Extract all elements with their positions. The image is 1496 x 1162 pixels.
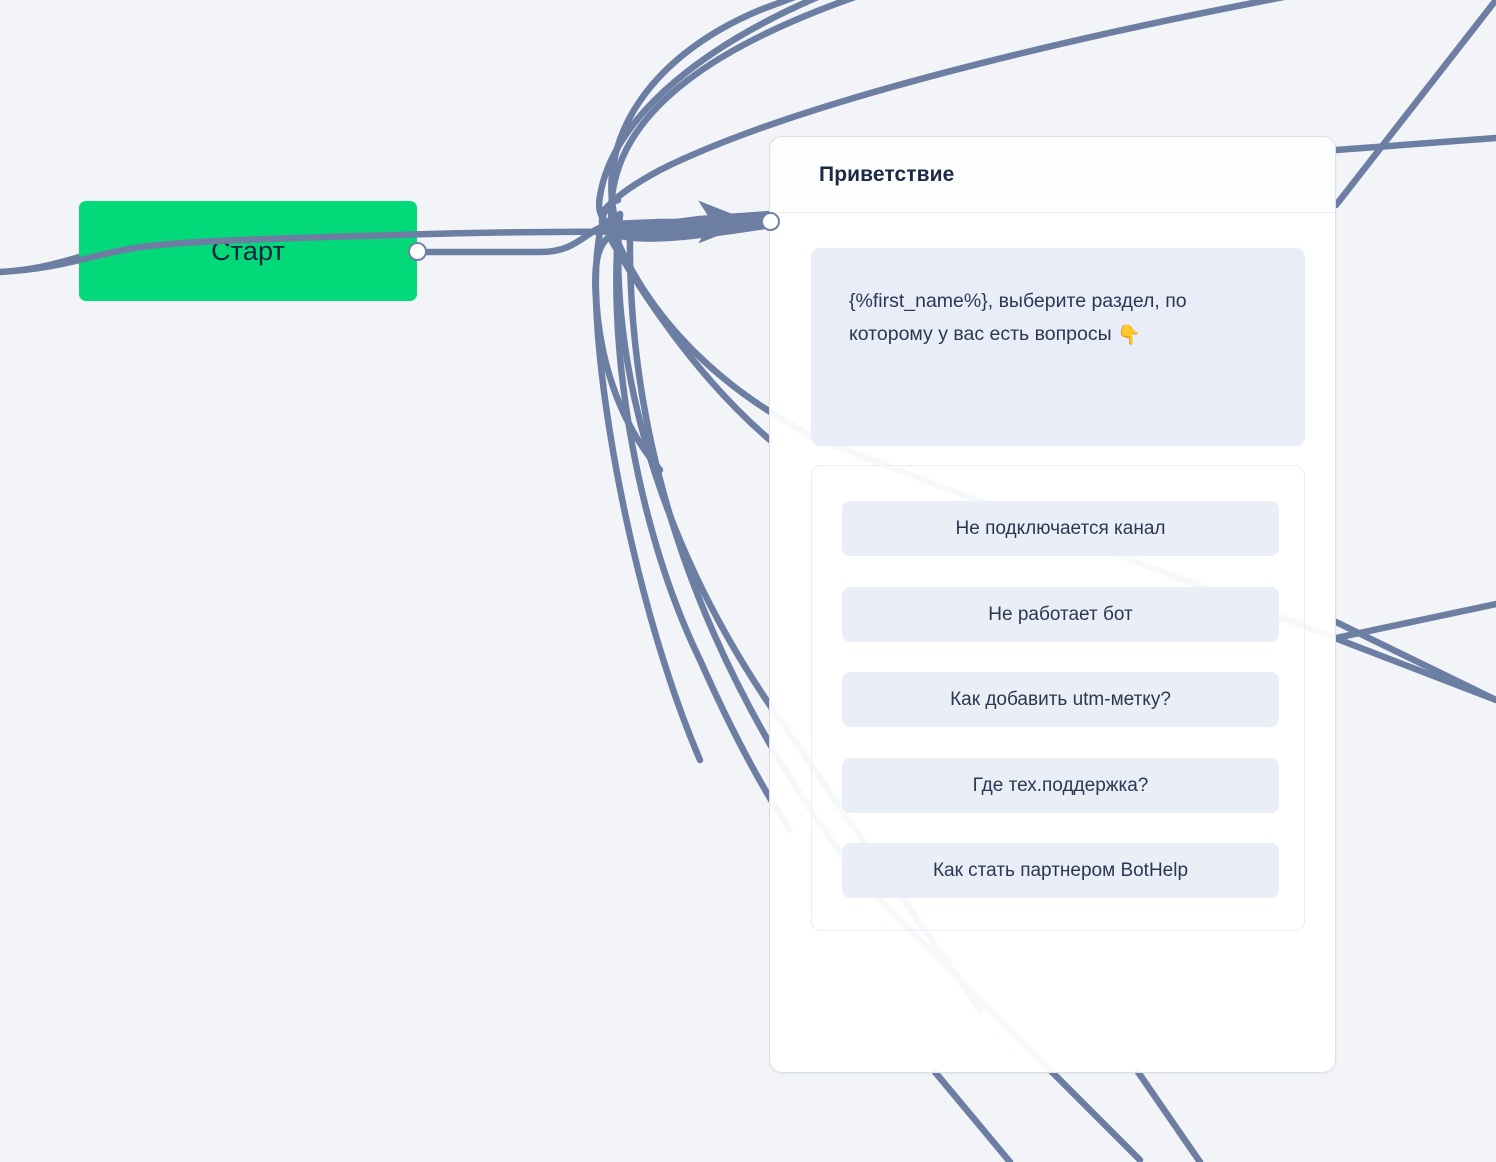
quick-reply-button-2[interactable]: Не работает бот <box>842 587 1279 642</box>
quick-reply-buttons-block: Не подключается канал Не работает бот Ка… <box>811 465 1305 931</box>
edge-right-lower-b <box>1332 618 1496 704</box>
edge-start-to-card <box>423 200 753 256</box>
edge-bottom-a <box>931 1068 1014 1162</box>
message-text-bubble[interactable]: {%first_name%}, выберите раздел, по кото… <box>811 248 1305 446</box>
message-text: {%first_name%}, выберите раздел, по кото… <box>849 285 1265 352</box>
edge-long-descend-left <box>613 210 794 834</box>
edge-bundle-loop <box>599 196 768 242</box>
quick-reply-button-3[interactable]: Как добавить utm-метку? <box>842 672 1279 727</box>
quick-reply-button-1[interactable]: Не подключается канал <box>842 501 1279 556</box>
card-title: Приветствие <box>819 162 955 186</box>
edge-bundle-from-below <box>592 216 768 764</box>
start-output-port[interactable] <box>408 242 427 261</box>
start-node[interactable]: Старт <box>79 201 417 301</box>
card-header: Приветствие <box>770 137 1335 213</box>
card-input-port[interactable] <box>761 212 780 231</box>
start-node-label: Старт <box>211 235 285 266</box>
edge-right-lower-a <box>1332 600 1496 642</box>
message-card[interactable]: Приветствие {%first_name%}, выберите раз… <box>769 136 1336 1073</box>
quick-reply-button-5[interactable]: Как стать партнером BotHelp <box>842 843 1279 898</box>
edge-right-diagonal-top <box>1332 0 1496 209</box>
edge-right-horizontal-top <box>1332 134 1496 154</box>
pointing-down-icon: 👇 <box>1117 325 1141 346</box>
edge-loop-lower <box>592 228 664 474</box>
edge-bottom-b <box>1134 1068 1204 1162</box>
edge-diag-to-card <box>606 234 774 444</box>
quick-reply-button-4[interactable]: Где тех.поддержка? <box>842 758 1279 813</box>
